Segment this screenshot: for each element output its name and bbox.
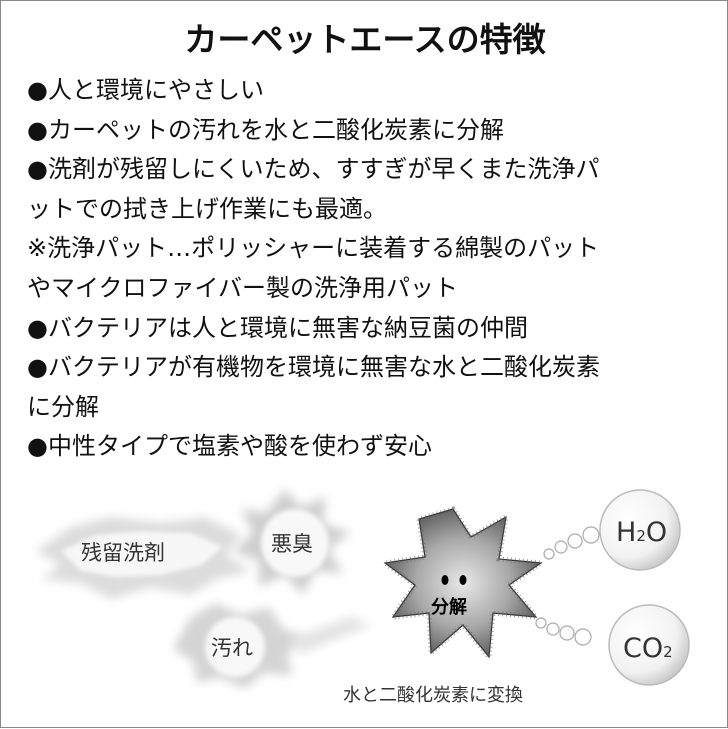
decompose-label: 分解 <box>431 596 467 618</box>
co2-bubble: CO2 <box>608 604 690 686</box>
svg-text:CO2: CO2 <box>623 633 673 664</box>
h2o-o: O <box>646 517 667 548</box>
bacterium-right-eye <box>459 575 467 585</box>
residue-detergent-label: 残留洗剤 <box>81 541 165 565</box>
bubble-trail-top <box>543 526 600 560</box>
feature-line: ※洗浄パット…ポリッシャーに装着する綿製のパット <box>27 234 600 263</box>
decomposition-illustration: 残留洗剤 悪臭 汚れ 分解 <box>36 489 690 706</box>
feature-line: ●バクテリアは人と環境に無害な納豆菌の仲間 <box>27 313 528 342</box>
dirt-label: 汚れ <box>211 636 253 660</box>
svg-text:H2O: H2O <box>616 517 667 548</box>
feature-line: ットでの拭き上げ作業にも最適。 <box>27 194 387 223</box>
feature-line: ●中性タイプで塩素や酸を使わず安心 <box>27 432 432 461</box>
bacterium-character: 分解 <box>378 506 549 664</box>
co2-co: CO <box>623 633 663 664</box>
feature-line: ●バクテリアが有機物を環境に無害な水と二酸化炭素 <box>27 353 600 382</box>
bacterium-left-eye <box>441 575 449 585</box>
residue-detergent-blob: 残留洗剤 <box>36 517 251 599</box>
dirt-blob: 汚れ <box>173 603 371 689</box>
feature-line: やマイクロファイバー製の洗浄用パット <box>27 273 459 302</box>
feature-line: ●カーペットの汚れを水と二酸化炭素に分解 <box>27 115 504 144</box>
feature-line: に分解 <box>27 392 99 421</box>
feature-line: ●人と環境にやさしい <box>27 76 264 104</box>
co2-subscript: 2 <box>663 643 673 661</box>
h2o-h: H <box>616 517 636 548</box>
bubble-trail-bottom <box>535 617 592 646</box>
odor-burst: 悪臭 <box>233 489 351 595</box>
conversion-caption: 水と二酸化炭素に変換 <box>343 685 523 706</box>
h2o-bubble: H2O <box>599 489 681 571</box>
page-title: カーペットエースの特徴 <box>184 20 546 59</box>
odor-label: 悪臭 <box>271 532 313 556</box>
h2o-subscript: 2 <box>636 527 646 545</box>
feature-list: ●人と環境にやさしい ●カーペットの汚れを水と二酸化炭素に分解 ●洗剤が残留しに… <box>27 71 717 467</box>
feature-line: ●洗剤が残留しにくいため、すすぎが早くまた洗浄パ <box>27 155 600 184</box>
